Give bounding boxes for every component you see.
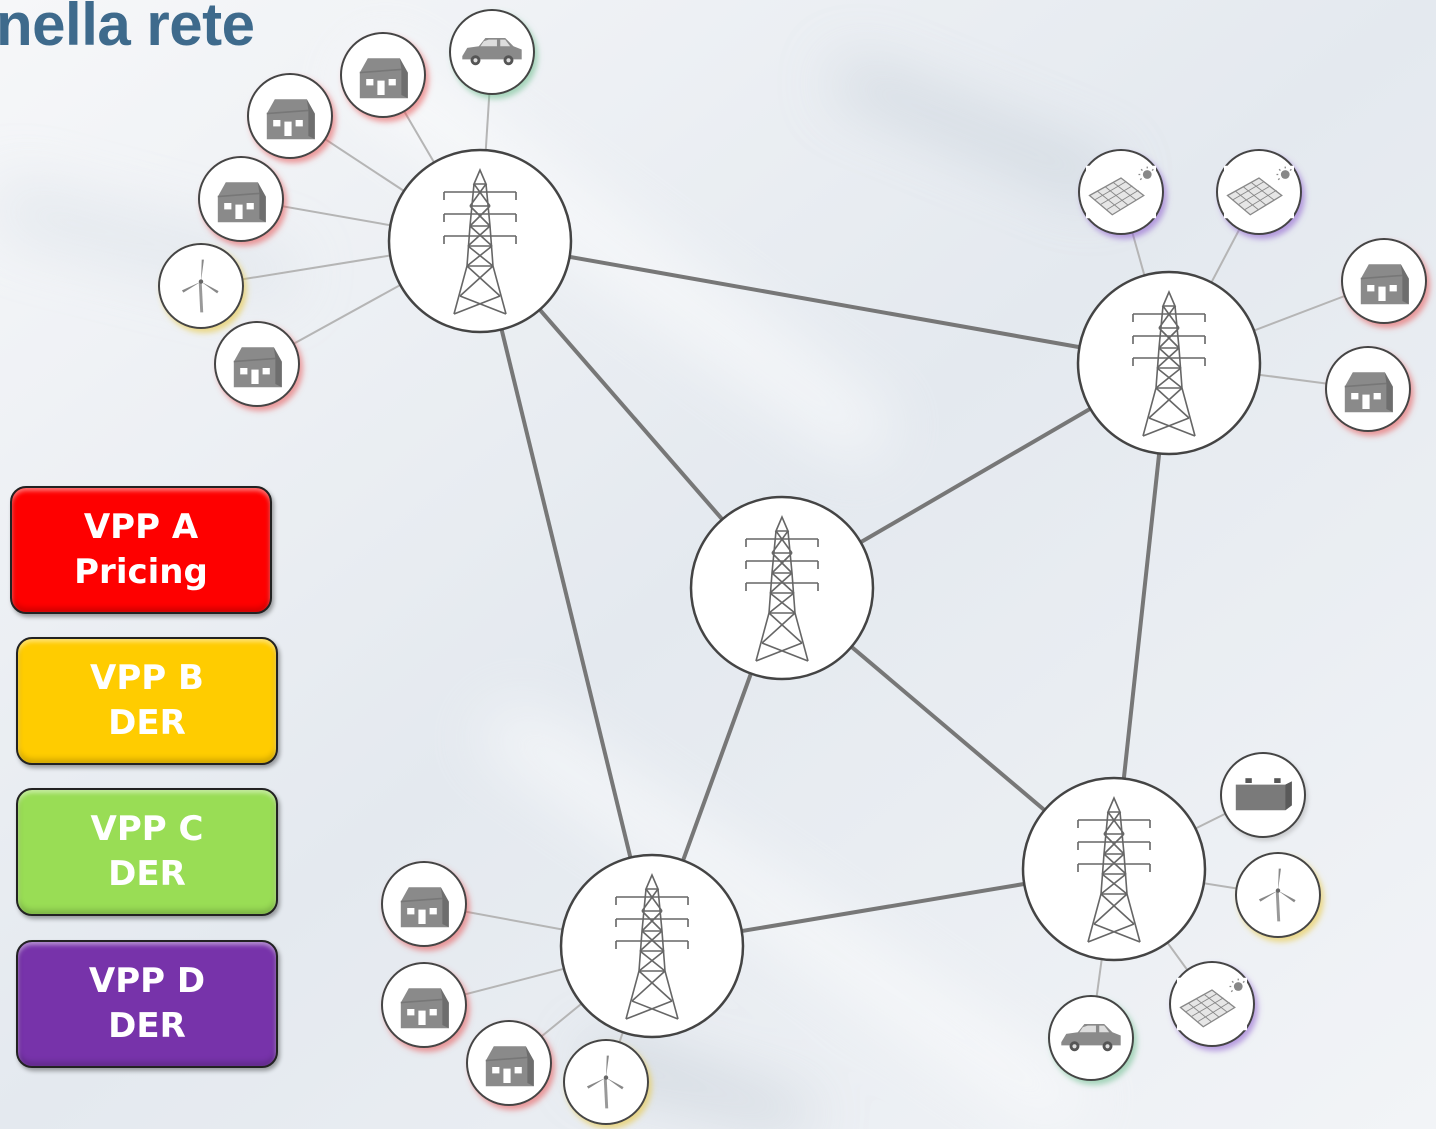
legend-vpp-a-name: VPP A — [83, 507, 199, 547]
battery-icon — [1231, 775, 1295, 815]
hub-2[interactable] — [1076, 270, 1262, 456]
house-icon — [213, 171, 269, 227]
legend-vpp-d-name: VPP D — [88, 961, 206, 1001]
hub-1[interactable] — [387, 148, 573, 334]
wind-turbine-icon — [179, 256, 223, 316]
solar-panel-icon — [1086, 165, 1156, 219]
der-node-wind-turbine[interactable] — [1235, 852, 1321, 938]
legend-vpp-a: VPP A Pricing — [10, 486, 272, 614]
house-icon — [396, 977, 452, 1033]
legend-vpp-b-type: DER — [108, 703, 186, 743]
der-node-house[interactable] — [340, 32, 426, 118]
der-nodes — [158, 9, 1427, 1125]
legend-vpp-d: VPP D DER — [16, 940, 278, 1068]
hub-3[interactable] — [689, 495, 875, 681]
house-icon — [481, 1035, 537, 1091]
legend-vpp-a-type: Pricing — [74, 552, 208, 592]
hub-5[interactable] — [559, 853, 745, 1039]
house-icon — [355, 47, 411, 103]
legend-vpp-c-name: VPP C — [90, 809, 204, 849]
transmission-tower-icon — [1129, 287, 1209, 439]
der-node-wind-turbine[interactable] — [563, 1039, 649, 1125]
der-node-solar-panel[interactable] — [1216, 149, 1302, 235]
house-icon — [1340, 361, 1396, 417]
der-node-house[interactable] — [381, 861, 467, 947]
der-node-car[interactable] — [1048, 995, 1134, 1081]
house-icon — [396, 876, 452, 932]
legend-vpp-b-name: VPP B — [90, 658, 204, 698]
der-node-house[interactable] — [1341, 238, 1427, 324]
solar-panel-icon — [1224, 165, 1294, 219]
transmission-tower-icon — [742, 512, 822, 664]
der-node-house[interactable] — [247, 73, 333, 159]
hub-4[interactable] — [1021, 776, 1207, 962]
der-node-house[interactable] — [381, 962, 467, 1048]
page-title: nella rete — [0, 0, 255, 58]
der-node-house[interactable] — [466, 1020, 552, 1106]
der-node-house[interactable] — [198, 156, 284, 242]
hubs — [387, 148, 1262, 1039]
der-node-solar-panel[interactable] — [1078, 149, 1164, 235]
wind-turbine-icon — [584, 1052, 628, 1112]
legend-vpp-c: VPP C DER — [16, 788, 278, 916]
car-icon — [1058, 1017, 1124, 1059]
legend-vpp-d-type: DER — [108, 1006, 186, 1046]
solar-panel-icon — [1177, 977, 1247, 1031]
grid-line-hub-1-hub-5 — [478, 240, 654, 947]
transmission-tower-icon — [440, 165, 520, 317]
der-node-car[interactable] — [449, 9, 535, 95]
transmission-tower-icon — [612, 870, 692, 1022]
transmission-tower-icon — [1074, 793, 1154, 945]
der-node-battery[interactable] — [1220, 752, 1306, 838]
legend-vpp-c-type: DER — [108, 854, 186, 894]
house-icon — [229, 336, 285, 392]
der-node-wind-turbine[interactable] — [158, 243, 244, 329]
car-icon — [459, 31, 525, 73]
wind-turbine-icon — [1256, 865, 1300, 925]
der-node-house[interactable] — [1325, 346, 1411, 432]
house-icon — [262, 88, 318, 144]
der-node-house[interactable] — [214, 321, 300, 407]
legend-vpp-b: VPP B DER — [16, 637, 278, 765]
der-node-solar-panel[interactable] — [1169, 961, 1255, 1047]
grid-line-hub-1-hub-2 — [479, 239, 1170, 365]
house-icon — [1356, 253, 1412, 309]
